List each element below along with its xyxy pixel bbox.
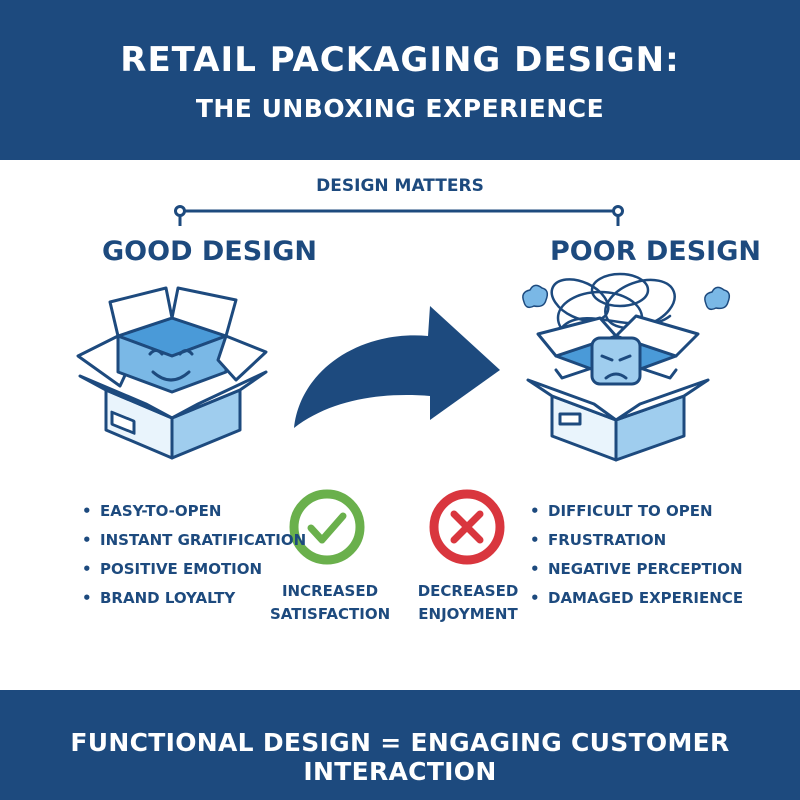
good-design-heading: GOOD DESIGN xyxy=(102,236,317,267)
increased-satisfaction-label: INCREASED SATISFACTION xyxy=(270,580,390,626)
result-line: DECREASED xyxy=(417,582,519,600)
result-line: SATISFACTION xyxy=(270,605,391,623)
list-item: EASY-TO-OPEN xyxy=(82,497,306,526)
list-item: BRAND LOYALTY xyxy=(82,584,306,613)
poor-design-heading: POOR DESIGN xyxy=(550,236,761,267)
cross-icon xyxy=(429,489,505,565)
illustration xyxy=(76,205,731,565)
list-item: DIFFICULT TO OPEN xyxy=(530,497,743,526)
list-item: DAMAGED EXPERIENCE xyxy=(530,584,743,613)
decreased-enjoyment-label: DECREASED ENJOYMENT xyxy=(408,580,528,626)
steam-puff-icon xyxy=(522,284,731,311)
design-matters-label: DESIGN MATTERS xyxy=(316,176,484,196)
poor-design-list: DIFFICULT TO OPEN FRUSTRATION NEGATIVE P… xyxy=(530,497,743,613)
good-design-list: EASY-TO-OPEN INSTANT GRATIFICATION POSIT… xyxy=(82,497,306,613)
footer-text: FUNCTIONAL DESIGN = ENGAGING CUSTOMER IN… xyxy=(70,728,730,786)
bracket-line xyxy=(174,205,624,226)
list-item: NEGATIVE PERCEPTION xyxy=(530,555,743,584)
header-banner: RETAIL PACKAGING DESIGN: THE UNBOXING EX… xyxy=(0,0,800,160)
list-item: FRUSTRATION xyxy=(530,526,743,555)
footer-banner: FUNCTIONAL DESIGN = ENGAGING CUSTOMER IN… xyxy=(0,690,800,800)
title-line-2: THE UNBOXING EXPERIENCE xyxy=(195,94,605,123)
title-line-1: RETAIL PACKAGING DESIGN: xyxy=(120,40,680,80)
list-item: INSTANT GRATIFICATION xyxy=(82,526,306,555)
result-line: ENJOYMENT xyxy=(418,605,518,623)
happy-box-icon xyxy=(76,286,268,460)
angry-box-icon xyxy=(526,272,710,462)
list-item: POSITIVE EMOTION xyxy=(82,555,306,584)
curved-arrow-icon xyxy=(294,306,500,428)
result-line: INCREASED xyxy=(281,582,379,600)
